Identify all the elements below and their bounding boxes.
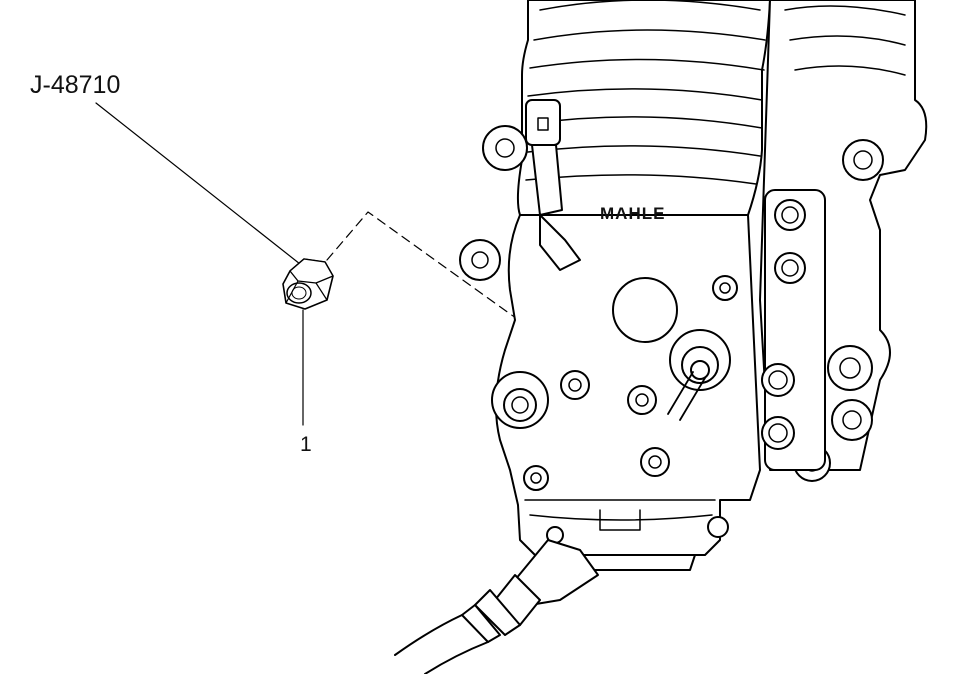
drain-hose: [394, 539, 599, 674]
installation-path-line: [326, 211, 673, 431]
sensor-connector: [525, 99, 581, 271]
tool-callout-label: J-48710: [30, 71, 120, 99]
inlet-fitting: [690, 360, 710, 380]
part-callout-label: 1: [300, 433, 312, 456]
tool-leader-line: [95, 102, 301, 265]
fuel-filter-assembly: MAHLE: [459, 0, 928, 571]
brand-marking: MAHLE: [600, 204, 665, 223]
hex-nut-icon: [282, 258, 334, 310]
